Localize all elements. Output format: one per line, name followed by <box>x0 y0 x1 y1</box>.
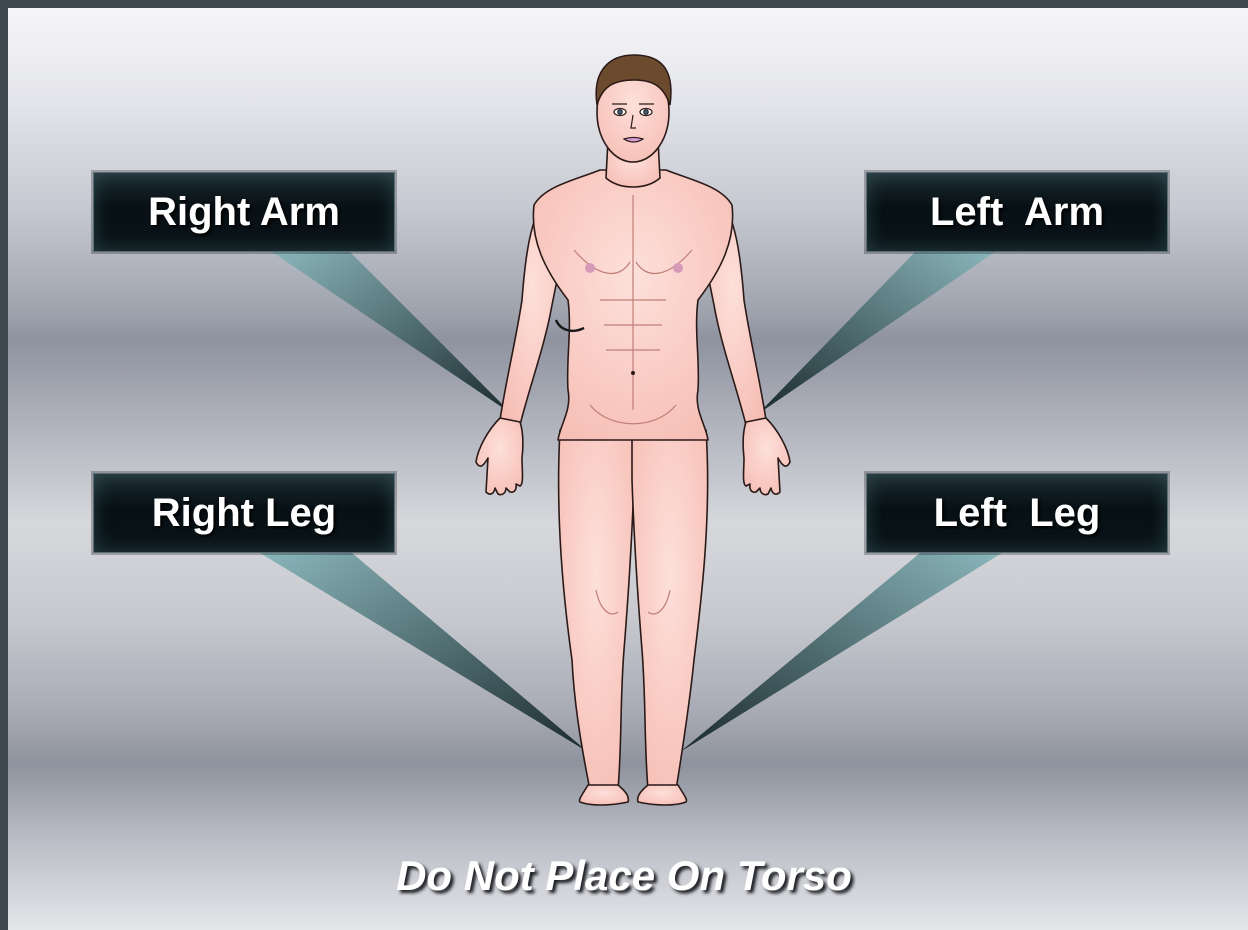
left-arm-pointer <box>758 252 995 414</box>
right-leg-label: Right Leg <box>93 473 395 553</box>
human-figure <box>476 62 790 805</box>
left-arm-label-text: Left Arm <box>930 190 1104 235</box>
right-arm-pointer <box>272 252 512 414</box>
left-leg-pointer <box>680 553 1002 752</box>
right-leg-pointer <box>260 553 588 752</box>
left-leg-label-text: Left Leg <box>934 491 1101 536</box>
caption: Do Not Place On Torso <box>0 852 1248 900</box>
nipple-left <box>673 263 683 273</box>
right-leg-label-text: Right Leg <box>152 491 336 536</box>
nipple-right <box>585 263 595 273</box>
left-arm-label: Left Arm <box>866 172 1168 252</box>
right-arm-label: Right Arm <box>93 172 395 252</box>
navel <box>631 371 635 375</box>
left-leg-label: Left Leg <box>866 473 1168 553</box>
right-arm-label-text: Right Arm <box>148 190 340 235</box>
